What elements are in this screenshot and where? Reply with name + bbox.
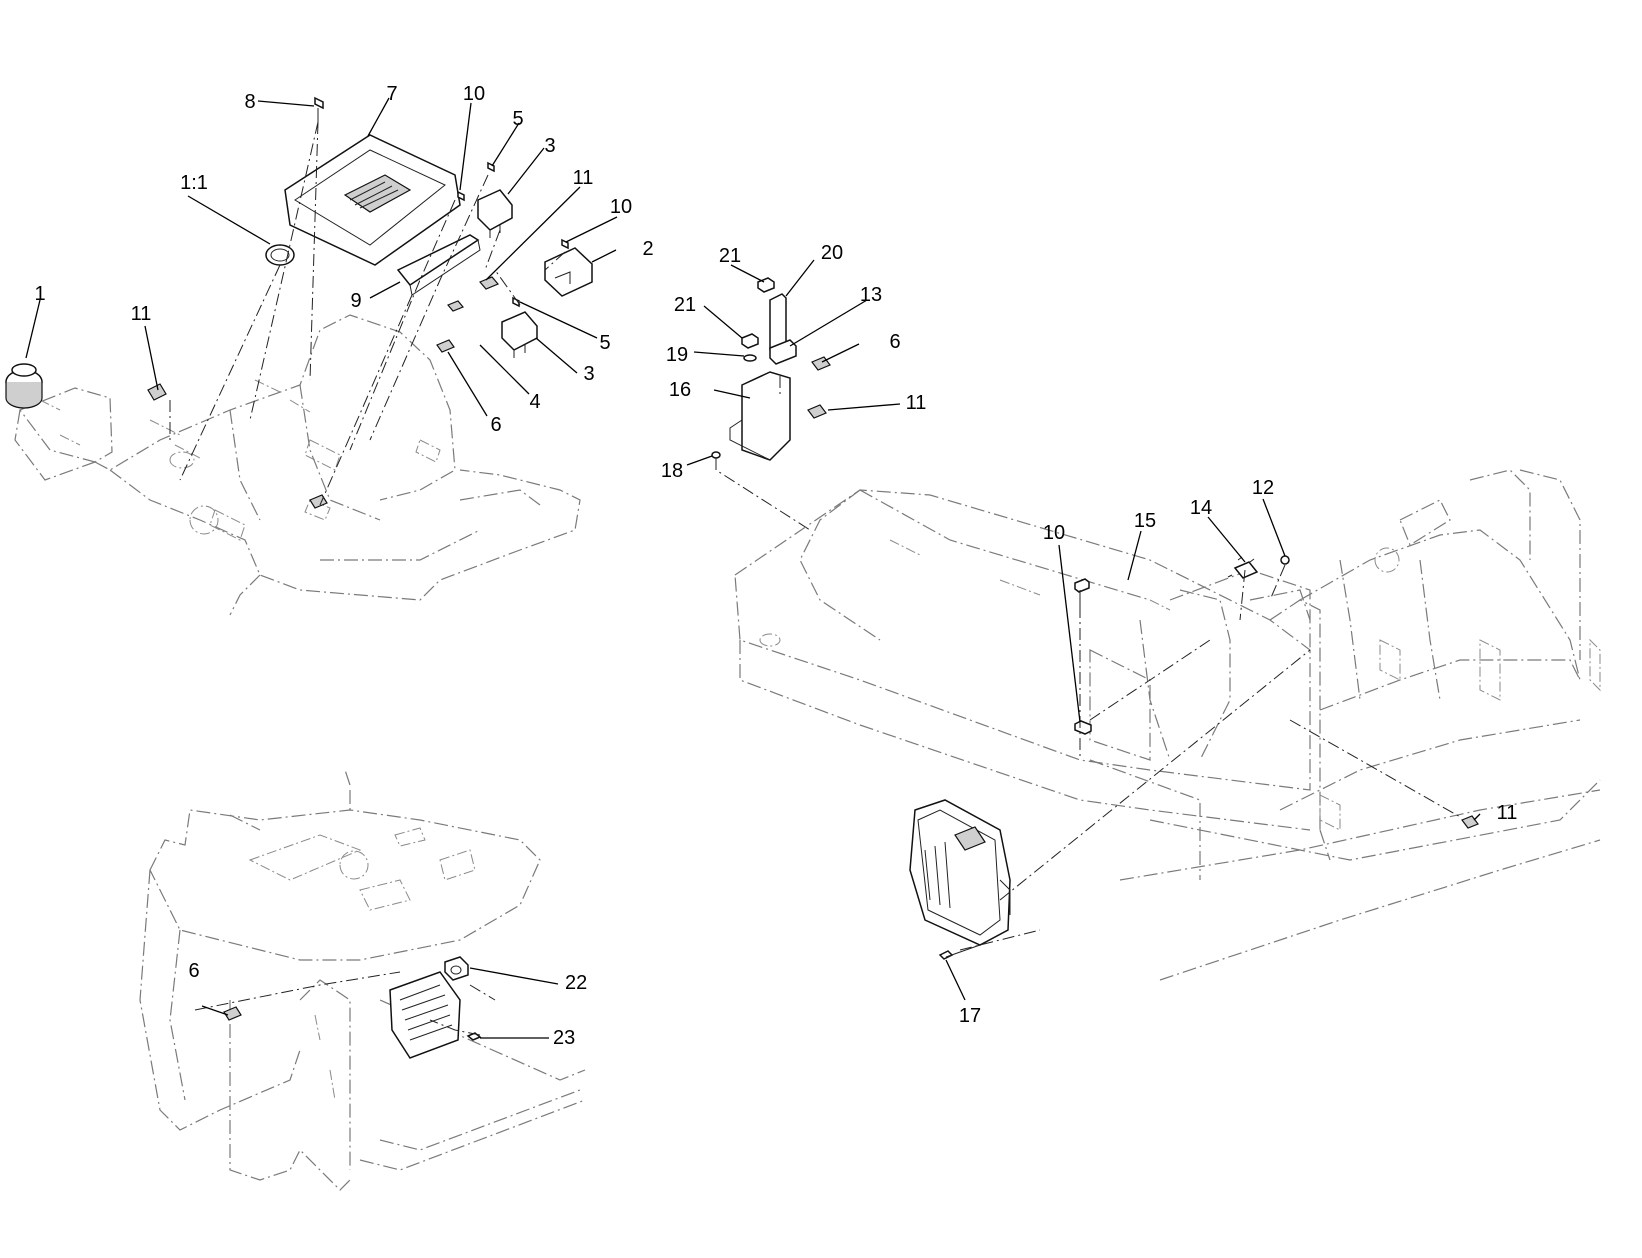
callout-2: 2 (642, 238, 653, 260)
callout-3b: 3 (583, 363, 594, 385)
relay-3-lower-part (501, 311, 538, 358)
callout-1-1: 1:1 (180, 172, 208, 194)
relay-3-upper-part (477, 189, 513, 238)
grommet-part (265, 244, 295, 266)
relay-2-part (544, 247, 593, 297)
callout-23: 23 (553, 1027, 575, 1049)
callout-21a: 21 (719, 245, 741, 267)
callout-16: 16 (669, 379, 691, 401)
assembly-axis-lines-right (959, 564, 1463, 951)
right-view-parts (938, 555, 1479, 960)
controller-module-part (284, 134, 461, 266)
callout-17: 17 (959, 1005, 981, 1027)
callout-20: 20 (821, 242, 843, 264)
callout-10b: 10 (610, 196, 632, 218)
callout-22: 22 (565, 972, 587, 994)
callout-12: 12 (1252, 477, 1274, 499)
assembly-axis-lines-middle (715, 376, 811, 531)
callout-labels: 1 1:1 2 3 3 4 5 5 6 6 6 7 8 9 10 10 10 1… (34, 83, 1517, 1049)
frame-phantom-bottom-left (139, 769, 586, 1191)
callout-6c: 6 (188, 960, 199, 982)
assembly-axis-lines-bottom-left (194, 971, 496, 1036)
callout-14: 14 (1190, 497, 1212, 519)
ecu-module-part (909, 799, 1011, 946)
assembly-axis-lines-top-left (169, 121, 566, 506)
callout-5a: 5 (512, 108, 523, 130)
bolt-8-part (314, 96, 324, 122)
callout-7: 7 (386, 83, 397, 105)
mounting-bracket-part (396, 234, 481, 296)
callout-6a: 6 (490, 414, 501, 436)
callout-6b: 6 (889, 331, 900, 353)
callout-13: 13 (860, 284, 882, 306)
callout-1: 1 (34, 283, 45, 305)
callout-10a: 10 (463, 83, 485, 105)
callout-10c: 10 (1043, 522, 1065, 544)
callout-4: 4 (529, 391, 540, 413)
callout-11d: 11 (1497, 802, 1518, 824)
callout-8: 8 (244, 91, 255, 113)
sensor-bracket-assembly (711, 277, 831, 461)
callout-18: 18 (661, 460, 683, 482)
callout-11b: 11 (573, 167, 594, 189)
callout-9: 9 (350, 290, 361, 312)
callout-11c: 11 (906, 392, 927, 414)
bottom-left-parts (223, 956, 482, 1059)
frame-phantom-top-left (14, 314, 581, 616)
callout-5b: 5 (599, 332, 610, 354)
frame-phantom-right (734, 469, 1601, 981)
callout-21b: 21 (674, 294, 696, 316)
callout-3a: 3 (544, 135, 555, 157)
callout-19: 19 (666, 344, 688, 366)
leader-lines (25, 97, 1481, 1039)
callout-11a: 11 (131, 303, 152, 325)
key-switch-part (5, 363, 43, 409)
callout-15: 15 (1134, 510, 1156, 532)
